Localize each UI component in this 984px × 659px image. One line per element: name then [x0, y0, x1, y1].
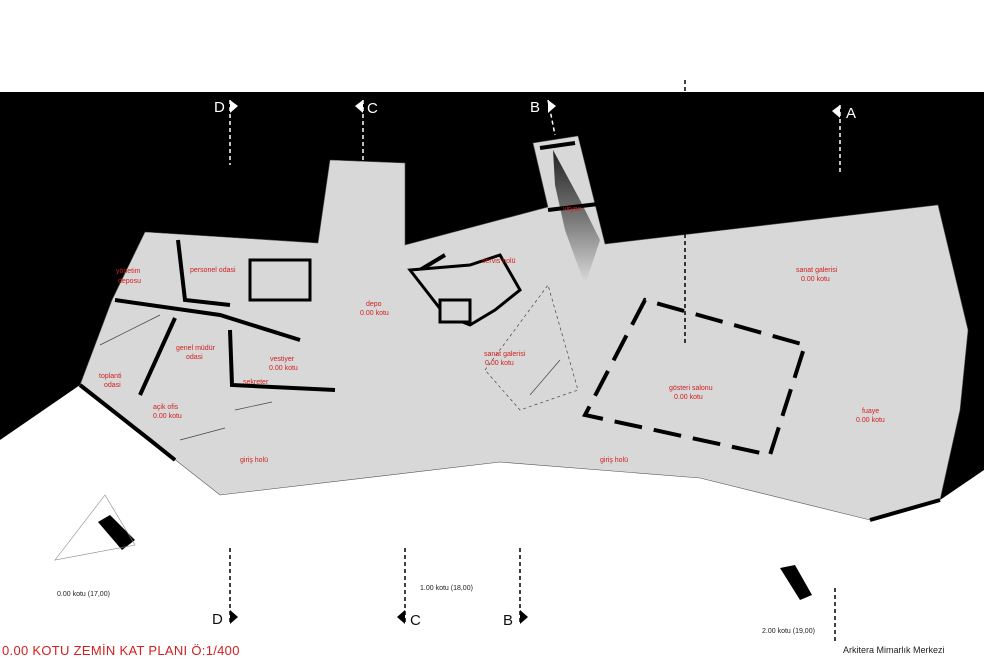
- interior-lines: [99, 284, 579, 441]
- room-acik-ofis-kotu: 0.00 kotu: [153, 413, 182, 420]
- room-giris-left: giriş holü: [240, 457, 268, 464]
- drawing-title: 0.00 KOTU ZEMİN KAT PLANI Ö:1/400: [2, 643, 240, 658]
- room-servis: servis holü: [482, 258, 516, 265]
- room-personel: personel odasi: [190, 267, 236, 274]
- room-sanat-right-kotu: 0.00 kotu: [801, 276, 830, 283]
- section-markers-bottom: [229, 548, 836, 642]
- room-toplanti-2: odasi: [104, 382, 121, 389]
- building-floor: [79, 135, 969, 521]
- section-d-top-label: D: [214, 99, 225, 116]
- room-depo: depo: [366, 301, 382, 308]
- credit-text: Arkitera Mimarlık Merkezi: [843, 645, 945, 655]
- room-sanat-mid: sanat galerisi: [484, 351, 526, 358]
- section-b-top-label: B: [530, 99, 540, 116]
- service-core: [248, 253, 522, 327]
- room-vestiyer-kotu: 0.00 kotu: [269, 365, 298, 372]
- section-d-bottom-label: D: [212, 611, 223, 628]
- room-acik-ofis: açik ofis: [153, 404, 179, 411]
- room-depo-kotu: 0.00 kotu: [360, 310, 389, 317]
- walls: [78, 141, 941, 522]
- room-sanat-mid-kotu: 0.00 kotu: [485, 360, 514, 367]
- room-toplanti-1: toplanti: [99, 373, 122, 380]
- room-gosteri-kotu: 0.00 kotu: [674, 394, 703, 401]
- room-yonetim: yönetim: [116, 268, 141, 275]
- section-c-bottom-label: C: [410, 612, 421, 629]
- section-c-top-label: C: [367, 100, 378, 117]
- entrance-block-left: [98, 515, 135, 550]
- room-deposu: deposu: [118, 278, 141, 285]
- room-viryon: viryon: [563, 206, 582, 213]
- room-fuaye-kotu: 0.00 kotu: [856, 417, 885, 424]
- section-b-bottom-label: B: [503, 612, 513, 629]
- room-giris-right: giriş holü: [600, 457, 628, 464]
- room-genel-1: genel müdür: [176, 345, 216, 352]
- room-gosteri: gösteri salonu: [669, 385, 713, 392]
- level-mid: 1.00 kotu (18,00): [420, 585, 473, 592]
- room-vestiyer: vestiyer: [270, 356, 295, 363]
- level-left: 0.00 kotu (17,00): [57, 591, 110, 598]
- plaza-ground-left: [0, 388, 78, 480]
- viryon-stair-ramp: [553, 150, 600, 285]
- level-right: 2.00 kotu (19,00): [762, 628, 815, 635]
- plaza-outline: [54, 494, 136, 561]
- section-a-top-label: A: [846, 105, 856, 122]
- plaza-ground: [0, 385, 984, 625]
- room-fuaye: fuaye: [862, 408, 879, 415]
- entrance-block-right: [780, 565, 812, 600]
- room-genel-2: odasi: [186, 354, 203, 361]
- room-sanat-right: sanat galerisi: [796, 267, 838, 274]
- section-markers-top: [229, 99, 841, 175]
- room-sekreter: sekreter: [243, 379, 269, 386]
